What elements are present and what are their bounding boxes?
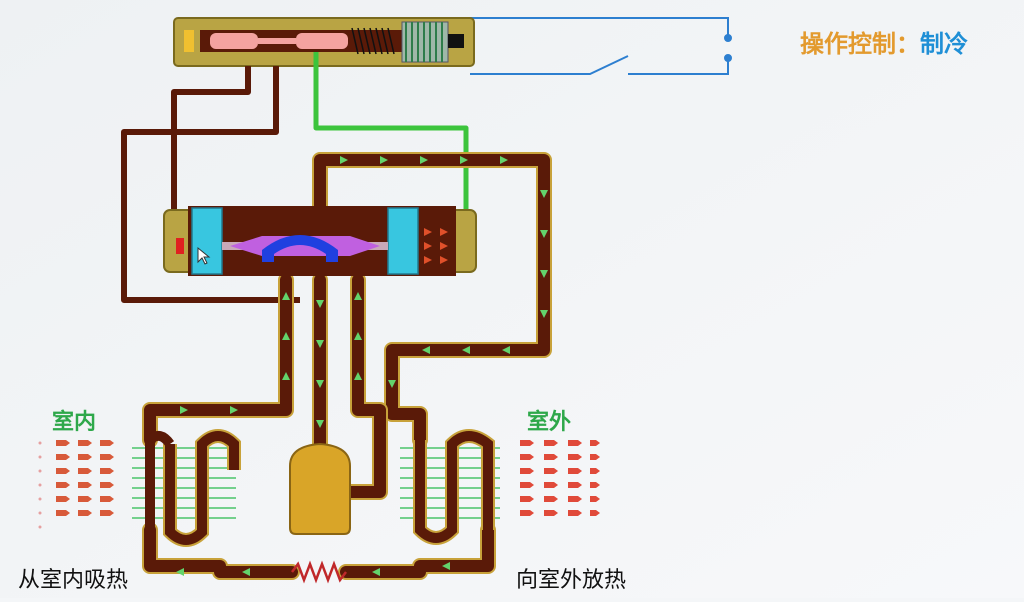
- control-circuit: [470, 17, 732, 75]
- indoor-coil-tube: [165, 431, 239, 545]
- pipe-bottom-right: [340, 524, 494, 578]
- indoor-caption: 从室内吸热: [18, 568, 129, 593]
- operation-control-key: 操作控制：: [800, 30, 920, 58]
- outdoor-zone-label: 室外: [527, 410, 572, 435]
- mouse-cursor-icon: [197, 246, 211, 265]
- pilot-line-left: [171, 66, 251, 248]
- outdoor-coil-tube: [415, 431, 493, 543]
- outdoor-caption: 向室外放热: [516, 568, 627, 593]
- operation-control-label: 操作控制：制冷: [800, 24, 968, 59]
- pilot-slide-rod: [258, 38, 296, 44]
- pilot-spring: [351, 27, 395, 55]
- pilot-slide-left: [210, 33, 258, 49]
- pilot-end-cap: [184, 30, 194, 52]
- terminal-top: [724, 34, 732, 42]
- indoor-heat-arrows: [38, 440, 114, 529]
- heat-flow-arrows-valve: [424, 228, 448, 264]
- pilot-port-left: [176, 238, 184, 254]
- solenoid-coil-icon: [401, 21, 464, 63]
- pipe-indoor: [144, 274, 292, 446]
- control-wire-bottom: [628, 60, 729, 75]
- capillary-tube-icon: [291, 560, 347, 584]
- indoor-zone-label: 室内: [52, 410, 97, 435]
- refrigerant-flow-arrows: [176, 156, 548, 576]
- pilot-capillaries: [121, 52, 469, 303]
- indoor-coil: [132, 429, 241, 547]
- compressor-icon: [289, 442, 351, 535]
- pipe-suction: [344, 274, 386, 498]
- operation-mode-value: 制冷: [920, 30, 968, 58]
- slide-valve: [262, 235, 338, 262]
- pilot-solenoid-valve: [173, 17, 475, 67]
- control-wire-switch: [470, 55, 629, 75]
- terminal-bottom: [724, 54, 732, 62]
- four-way-valve: [163, 206, 477, 276]
- control-wire-top: [470, 17, 729, 36]
- pilot-line-outer: [121, 66, 300, 303]
- pilot-line-active: [313, 52, 469, 250]
- outdoor-coil: [400, 429, 500, 545]
- piston-right: [387, 207, 419, 275]
- pilot-slide-right: [296, 33, 348, 49]
- outdoor-heat-arrows: [520, 440, 600, 516]
- piston-left: [191, 207, 223, 275]
